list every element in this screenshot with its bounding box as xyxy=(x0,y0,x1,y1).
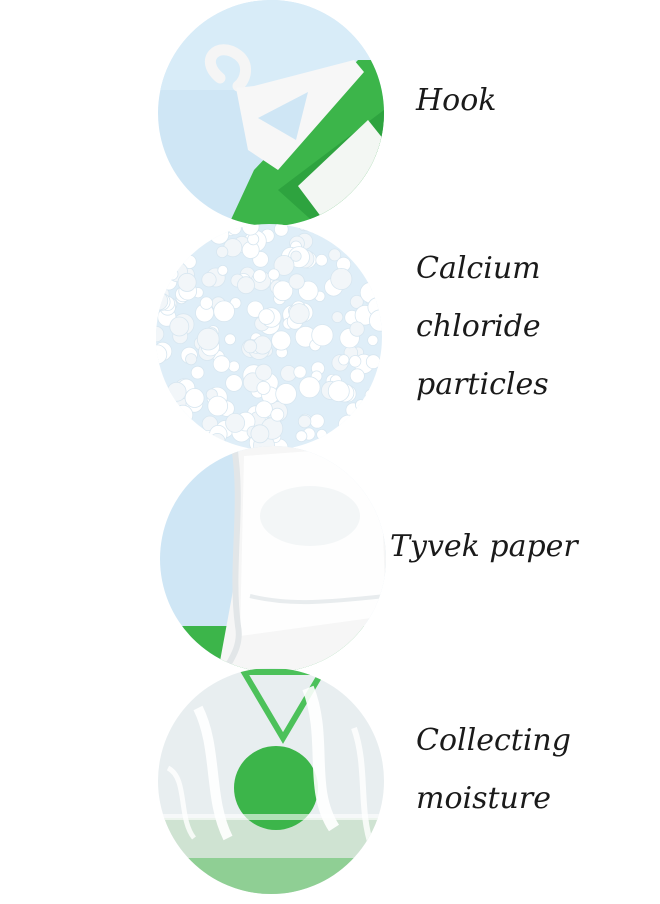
tyvek-paper-caption-line: Tyvek paper xyxy=(390,529,578,564)
feature-row-hook: Hook xyxy=(0,0,660,226)
calcium-chloride-caption: Calcium chloride particles xyxy=(416,240,549,414)
feature-row-collecting-moisture: Collecting moisture xyxy=(0,668,660,894)
calcium-chloride-caption-line-1: Calcium xyxy=(416,251,541,286)
hook-caption: Hook xyxy=(416,72,496,130)
collecting-moisture-photo xyxy=(158,668,384,894)
calcium-chloride-caption-line-2: chloride xyxy=(416,309,541,344)
feature-row-calcium-chloride: Calcium chloride particles xyxy=(0,224,660,450)
hook-photo xyxy=(158,0,384,226)
hook-caption-line: Hook xyxy=(416,83,497,118)
calcium-chloride-photo xyxy=(156,224,382,450)
feature-row-tyvek-paper: Tyvek paper xyxy=(0,446,660,672)
tyvek-paper-caption: Tyvek paper xyxy=(390,518,578,576)
calcium-chloride-caption-line-3: particles xyxy=(416,367,549,402)
collecting-moisture-caption-line-1: Collecting xyxy=(416,723,571,758)
collecting-moisture-caption: Collecting moisture xyxy=(416,712,571,828)
tyvek-paper-photo xyxy=(160,446,386,672)
collecting-moisture-caption-line-2: moisture xyxy=(416,781,551,816)
